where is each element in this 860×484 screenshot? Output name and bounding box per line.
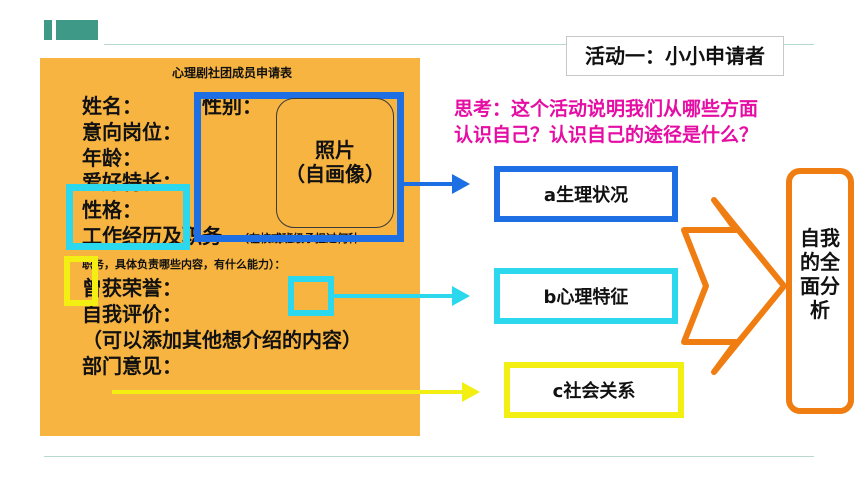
field-self-eval: 自我评价： xyxy=(82,302,182,326)
field-age: 年龄： xyxy=(82,146,142,170)
field-name: 姓名： xyxy=(82,94,142,118)
field-position: 意向岗位： xyxy=(82,120,182,144)
field-duty: 职务，具体负责哪些内容，有什么能力）： xyxy=(82,258,286,271)
activity-title: 活动一：小小申请者 xyxy=(566,36,784,76)
category-physical: a生理状况 xyxy=(494,166,678,222)
arrow-orange-chevron xyxy=(681,197,787,375)
arrow-blue-head xyxy=(452,174,470,194)
photo-label-line2: （自画像） xyxy=(285,162,385,186)
conclusion-frame xyxy=(786,168,854,414)
field-extra: （可以添加其他想介绍的内容） xyxy=(82,328,362,352)
photo-placeholder xyxy=(276,98,394,228)
field-dept: 部门意见： xyxy=(82,354,182,378)
header-accent-bar xyxy=(44,20,52,40)
question-line2: 认识自己？认识自己的途径是什么？ xyxy=(454,124,759,146)
conclusion-line4: 析 xyxy=(810,298,830,322)
conclusion-text: 自我 的全 面分 析 xyxy=(786,226,854,322)
conclusion-line2: 的全 xyxy=(800,250,840,274)
honor-highlight-frame xyxy=(64,256,98,306)
field-personality: 性格： xyxy=(82,198,142,222)
question-text: 思考：这个活动说明我们从哪些方面 认识自己？认识自己的途径是什么？ xyxy=(454,96,758,148)
header-accent-block xyxy=(56,20,98,40)
conclusion-line3: 面分 xyxy=(800,274,840,298)
form-title: 心理剧社团成员申请表 xyxy=(171,66,292,80)
photo-highlight-frame xyxy=(194,92,404,242)
field-gender: 性别： xyxy=(202,94,262,118)
category-psychological: b心理特征 xyxy=(494,268,678,324)
photo-label-line1: 照片 xyxy=(315,138,355,162)
field-honor: 曾获荣誉： xyxy=(82,276,182,300)
personality-highlight-frame xyxy=(66,184,190,250)
question-line1: 思考：这个活动说明我们从哪些方面 xyxy=(454,98,759,120)
header-divider xyxy=(104,44,814,45)
arrow-cyan-head xyxy=(452,286,470,306)
photo-label: 照片 （自画像） xyxy=(276,138,394,186)
conclusion-line1: 自我 xyxy=(800,226,840,250)
arrow-yellow-head xyxy=(462,382,480,402)
category-social: c社会关系 xyxy=(504,362,684,418)
footer-divider xyxy=(44,456,814,457)
self-eval-highlight-frame xyxy=(288,276,334,316)
